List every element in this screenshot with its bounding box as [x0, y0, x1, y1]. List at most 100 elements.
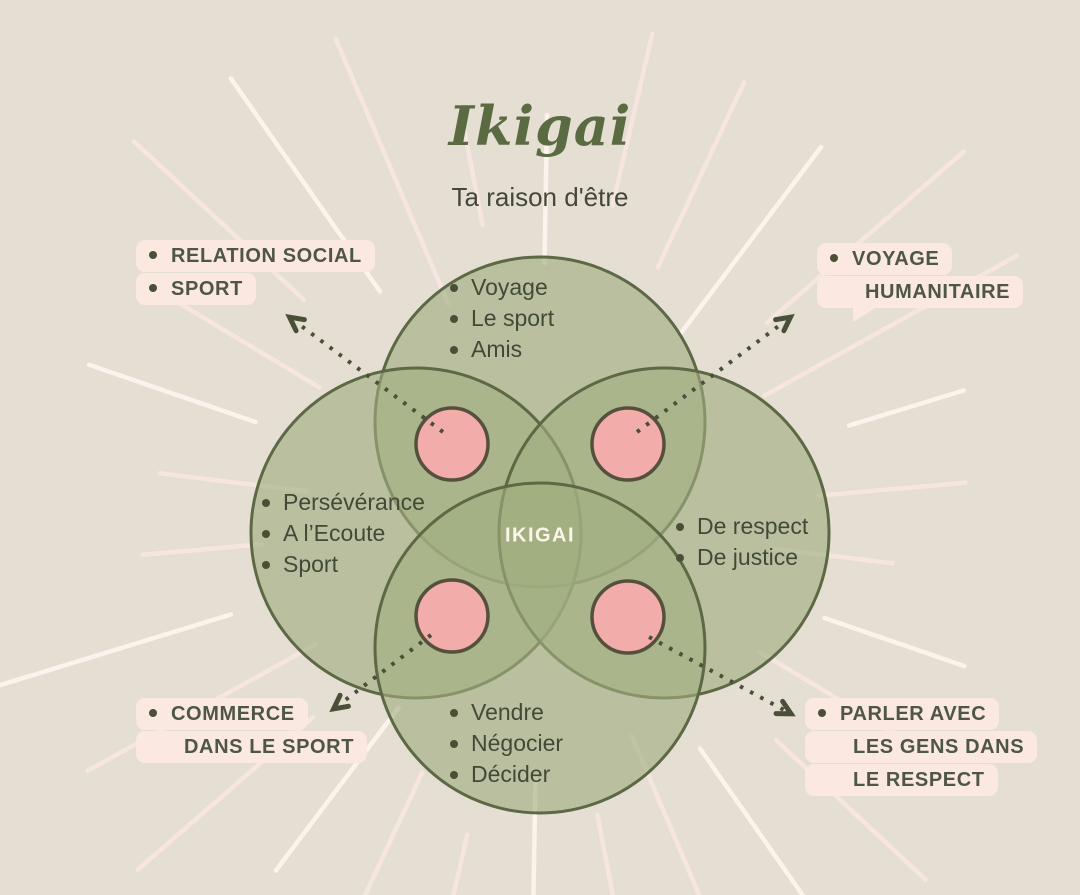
dotted-arrow-bottom-left-head-icon	[329, 692, 351, 713]
sunray	[655, 80, 747, 270]
dotted-arrow-top-left-head-icon	[285, 313, 307, 334]
bullet-dot-icon	[262, 560, 270, 569]
list-item-label: Vendre	[471, 699, 544, 725]
list-item: Décider	[450, 759, 563, 790]
callout-label: VOYAGE	[852, 248, 940, 270]
callout-tail	[853, 307, 877, 322]
dotted-arrow-bottom-right-head-icon	[773, 698, 796, 717]
list-item-label: Amis	[471, 336, 523, 362]
dotted-arrow-bottom-left	[338, 633, 433, 706]
bullet-dot-icon	[450, 283, 458, 292]
list-item-label: De justice	[697, 544, 798, 570]
list-item: Négocier	[450, 728, 563, 759]
bullet-dot-icon	[149, 250, 157, 259]
dotted-arrow-bottom-right	[648, 635, 785, 712]
page-title: Ikigai	[448, 94, 632, 158]
callout-top-right: VOYAGE HUMANITAIRE	[817, 243, 1024, 322]
sunray	[542, 112, 550, 266]
sunray	[822, 615, 967, 669]
bullet-dot-icon	[149, 283, 157, 292]
callout-line: HUMANITAIRE	[817, 276, 1024, 308]
sunray	[273, 705, 401, 873]
sunray	[362, 770, 425, 895]
sunray	[131, 139, 307, 302]
right-circle-list: De respect De justice	[676, 511, 808, 573]
list-item: Vendre	[450, 697, 563, 728]
callout-line: RELATION SOCIAL	[136, 240, 375, 272]
pink-dot-top-left	[414, 406, 490, 482]
callout-top-left: RELATION SOCIAL SPORT	[136, 240, 375, 306]
list-item-label: De respect	[697, 513, 809, 539]
list-item: Persévérance	[262, 487, 425, 518]
callout-line: COMMERCE	[136, 698, 308, 730]
sunray	[333, 36, 451, 306]
sunray	[140, 542, 265, 558]
list-item-label: Persévérance	[283, 489, 425, 515]
bottom-circle-list: Vendre Négocier Décider	[450, 697, 563, 790]
callout-line: VOYAGE	[817, 243, 953, 275]
sunray	[451, 832, 470, 895]
bullet-dot-icon	[676, 553, 684, 562]
bullet-dot-icon	[450, 345, 458, 354]
list-item-label: Sport	[283, 551, 338, 577]
callout-line: LE RESPECT	[805, 764, 998, 796]
callout-label: SPORT	[171, 278, 243, 300]
venn-circle-bottom	[373, 481, 707, 815]
bullet-dot-icon	[262, 498, 270, 507]
top-circle-list: Voyage Le sport Amis	[450, 272, 554, 365]
callout-line: PARLER AVEC	[805, 698, 1000, 730]
callout-line: SPORT	[136, 273, 256, 305]
sunray	[697, 746, 806, 895]
callout-line: LES GENS DANS	[805, 731, 1038, 763]
callout-label: DANS LE SPORT	[184, 736, 355, 758]
sunray	[773, 738, 928, 882]
callout-label: LE RESPECT	[853, 769, 985, 791]
pink-dot-top-right	[590, 406, 666, 482]
dotted-arrow-top-right-head-icon	[773, 313, 795, 334]
sunray	[815, 480, 968, 498]
list-item-label: Voyage	[471, 274, 548, 300]
list-item: Amis	[450, 334, 554, 365]
list-item: De justice	[676, 542, 808, 573]
list-item: Sport	[262, 549, 425, 580]
sunray	[629, 734, 702, 895]
callout-label: COMMERCE	[171, 703, 295, 725]
left-circle-list: Persévérance A l’Ecoute Sport	[262, 487, 425, 580]
bullet-dot-icon	[450, 770, 458, 779]
sunray	[86, 362, 258, 425]
bullet-dot-icon	[676, 522, 684, 531]
bullet-dot-icon	[818, 708, 826, 717]
sunray	[0, 612, 234, 688]
callout-label: PARLER AVEC	[840, 703, 987, 725]
bullet-dot-icon	[830, 253, 838, 262]
sunray	[457, 104, 485, 227]
list-item: Le sport	[450, 303, 554, 334]
bullet-dot-icon	[450, 708, 458, 717]
list-item: A l’Ecoute	[262, 518, 425, 549]
list-item: De respect	[676, 511, 808, 542]
sunray	[595, 813, 616, 895]
list-item-label: A l’Ecoute	[283, 520, 386, 546]
bullet-dot-icon	[262, 529, 270, 538]
sunray	[679, 144, 824, 335]
center-ikigai-label: IKIGAI	[504, 524, 576, 547]
callout-bottom-left: COMMERCE DANS LE SPORT	[136, 698, 368, 764]
sunray	[846, 388, 966, 428]
bullet-dot-icon	[450, 739, 458, 748]
list-item-label: Le sport	[471, 305, 555, 331]
callout-label: LES GENS DANS	[853, 736, 1025, 758]
callout-bottom-right: PARLER AVEC LES GENS DANS LE RESPECT	[805, 698, 1038, 797]
pink-dot-bottom-right	[590, 579, 666, 655]
list-item-label: Décider	[471, 761, 551, 787]
sunray	[610, 31, 655, 208]
subtitle: Ta raison d'être	[451, 182, 629, 212]
list-item: Voyage	[450, 272, 554, 303]
sunray	[764, 149, 966, 325]
callout-label: RELATION SOCIAL	[171, 245, 362, 267]
pink-dot-bottom-left	[414, 578, 490, 654]
list-item-label: Négocier	[471, 730, 564, 756]
callout-line: DANS LE SPORT	[136, 731, 368, 763]
bullet-dot-icon	[450, 314, 458, 323]
